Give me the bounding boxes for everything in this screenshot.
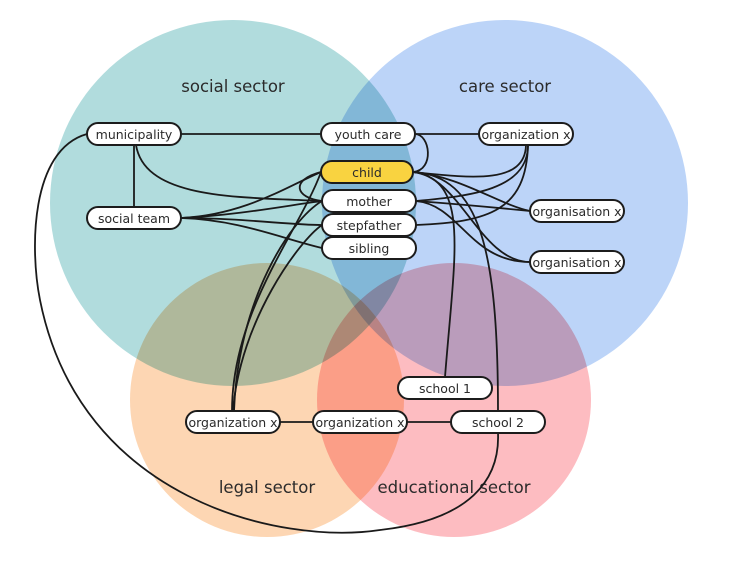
edge-mother-to-org-legal	[233, 200, 323, 412]
node-box[interactable]	[320, 122, 416, 146]
node-label: organization x	[315, 415, 404, 430]
node-box[interactable]	[529, 199, 625, 223]
node-box[interactable]	[86, 206, 182, 230]
node-box[interactable]	[185, 410, 281, 434]
node-org-legal[interactable]: organization x	[185, 410, 281, 434]
edge-child-to-school2	[412, 171, 499, 412]
node-box[interactable]	[320, 160, 414, 184]
node-label: organisation x	[532, 204, 621, 219]
node-school2[interactable]: school 2	[450, 410, 546, 434]
edge-youth-care-to-child	[412, 133, 429, 173]
node-school1[interactable]: school 1	[397, 376, 493, 400]
node-box[interactable]	[86, 122, 182, 146]
node-box[interactable]	[450, 410, 546, 434]
edge-social-team-to-stepfather	[180, 217, 323, 226]
edge-municipality-to-mother	[135, 144, 323, 202]
node-child[interactable]: child	[320, 160, 414, 184]
node-box[interactable]	[321, 236, 417, 260]
edge-municipality-to-school2	[34, 133, 499, 534]
node-label: sibling	[349, 241, 390, 256]
node-label: social team	[98, 211, 170, 226]
edge-child-to-mother	[298, 171, 323, 202]
node-box[interactable]	[397, 376, 493, 400]
node-box[interactable]	[529, 250, 625, 274]
node-mother[interactable]: mother	[321, 189, 417, 213]
care-sector-label: care sector	[459, 77, 551, 96]
node-label: stepfather	[337, 218, 403, 233]
node-label: youth care	[335, 127, 402, 142]
node-label: organisation x	[532, 255, 621, 270]
node-label: child	[352, 165, 382, 180]
node-org-care-top[interactable]: organization x	[478, 122, 574, 146]
node-org-legal-edu[interactable]: organization x	[312, 410, 408, 434]
node-box[interactable]	[312, 410, 408, 434]
node-box[interactable]	[321, 189, 417, 213]
edge-mother-to-org-care-low	[415, 200, 531, 263]
node-label: school 2	[472, 415, 524, 430]
edge-child-to-school1	[412, 171, 456, 378]
node-label: organization x	[188, 415, 277, 430]
edge-stepfather-to-org-legal	[232, 224, 323, 412]
edge-mother-to-org-care-mid	[415, 200, 531, 212]
edge-child-to-org-care-top	[412, 144, 527, 178]
node-stepfather[interactable]: stepfather	[321, 213, 417, 237]
node-social-team[interactable]: social team	[86, 206, 182, 230]
node-org-care-mid[interactable]: organisation x	[529, 199, 625, 223]
educational-sector-label: educational sector	[378, 478, 531, 497]
legal-sector-label: legal sector	[219, 478, 316, 497]
edge-stepfather-to-org-care-top	[415, 144, 529, 226]
edge-social-team-to-mother	[180, 200, 323, 219]
node-municipality[interactable]: municipality	[86, 122, 182, 146]
edge-child-to-org-legal	[231, 171, 322, 412]
node-sibling[interactable]: sibling	[321, 236, 417, 260]
edge-social-team-to-sibling	[180, 217, 323, 249]
social-sector-label: social sector	[181, 77, 285, 96]
node-label: school 1	[419, 381, 471, 396]
node-label: municipality	[96, 127, 173, 142]
node-youth-care[interactable]: youth care	[320, 122, 416, 146]
node-label: mother	[346, 194, 392, 209]
edge-mother-to-org-care-top	[415, 144, 529, 202]
node-org-care-low[interactable]: organisation x	[529, 250, 625, 274]
node-label: organization x	[481, 127, 570, 142]
node-box[interactable]	[478, 122, 574, 146]
